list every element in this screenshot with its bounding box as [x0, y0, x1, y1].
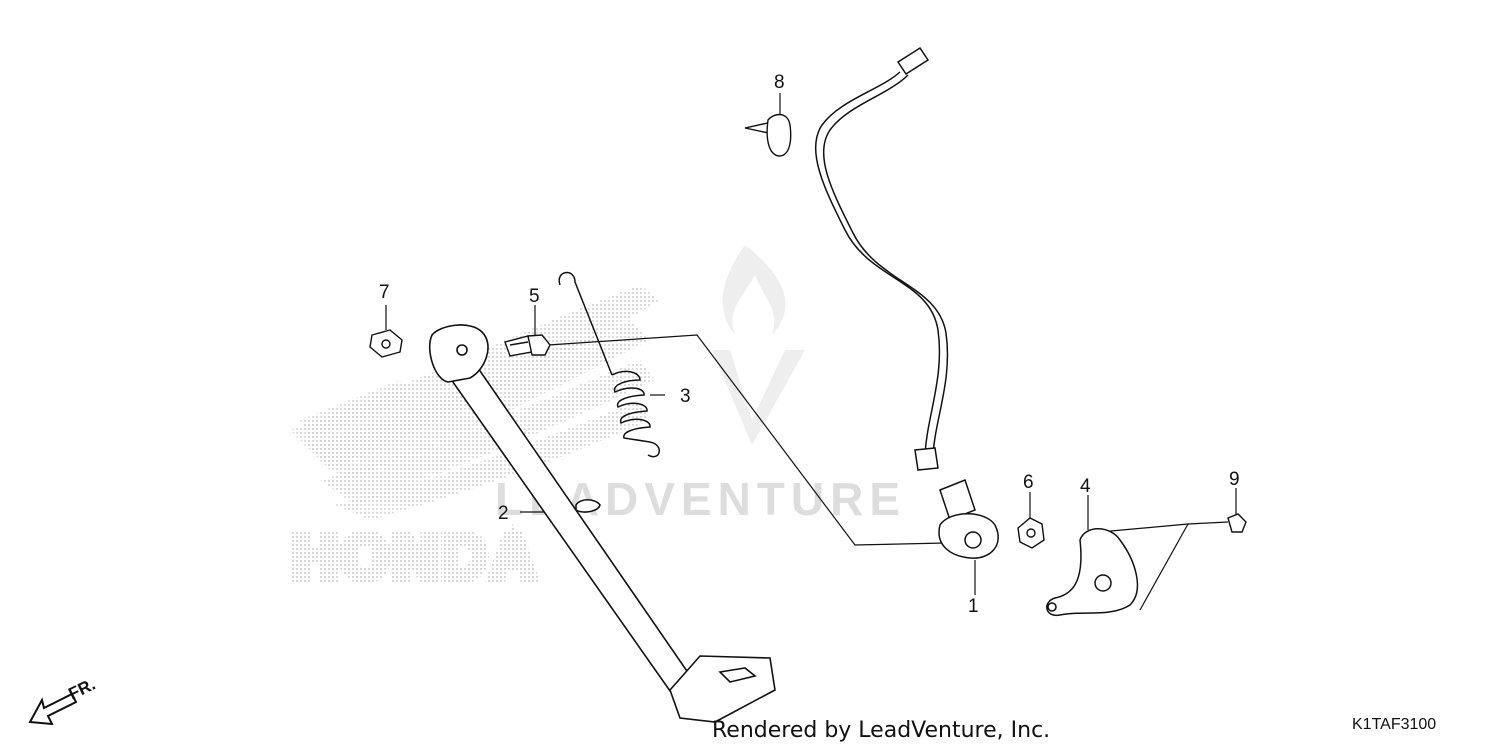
bolt-9 [1227, 513, 1247, 533]
callout-2: 2 [498, 503, 509, 524]
spring-3 [558, 271, 660, 458]
callout-3: 3 [680, 386, 691, 407]
cover-plate-4 [1046, 528, 1139, 617]
front-arrow-icon: FR. [28, 675, 98, 726]
honda-logo-text: HONDA [292, 523, 539, 592]
callout-6: 6 [1023, 472, 1034, 493]
callout-8: 8 [774, 72, 785, 93]
diagram-code: K1TAF3100 [1352, 716, 1437, 733]
clip-8 [744, 113, 792, 157]
nut-7 [369, 329, 403, 358]
bolt-5 [504, 334, 551, 357]
side-stand [428, 324, 776, 723]
leadventure-watermark [712, 245, 805, 445]
nut-6 [1017, 517, 1045, 549]
callout-9: 9 [1229, 469, 1240, 490]
callout-1: 1 [968, 596, 979, 617]
side-stand-switch [814, 46, 999, 559]
callouts: 1 2 3 4 5 6 7 8 9 [379, 72, 1240, 617]
rendered-by-footer: Rendered by LeadVenture, Inc. [712, 718, 1051, 743]
callout-5: 5 [529, 286, 540, 307]
callout-7: 7 [379, 282, 390, 303]
callout-4: 4 [1080, 476, 1091, 497]
